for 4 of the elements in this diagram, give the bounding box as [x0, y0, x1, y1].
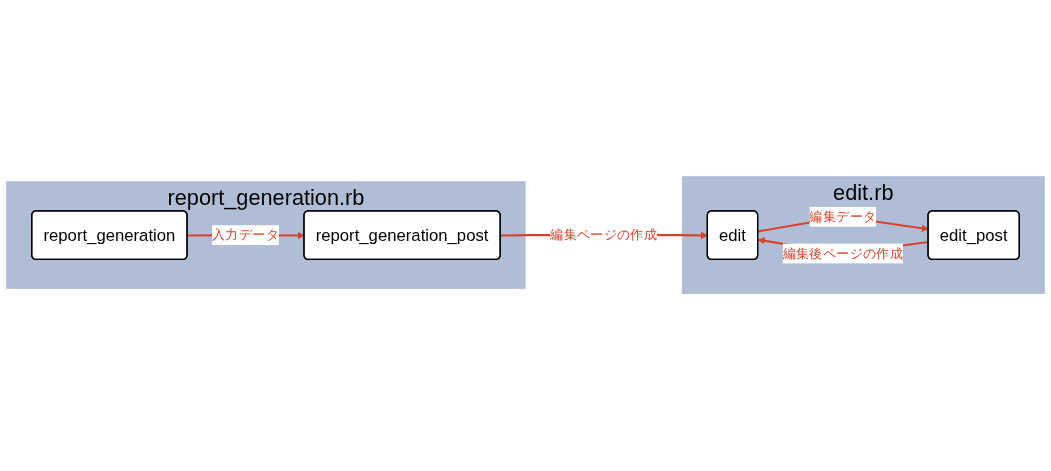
edge-label: 編集後ページの作成	[782, 246, 903, 261]
edge-label: 編集ページの作成	[550, 227, 658, 243]
edge-label: 入力データ	[212, 227, 279, 243]
edge-label: 編集データ	[809, 209, 877, 224]
